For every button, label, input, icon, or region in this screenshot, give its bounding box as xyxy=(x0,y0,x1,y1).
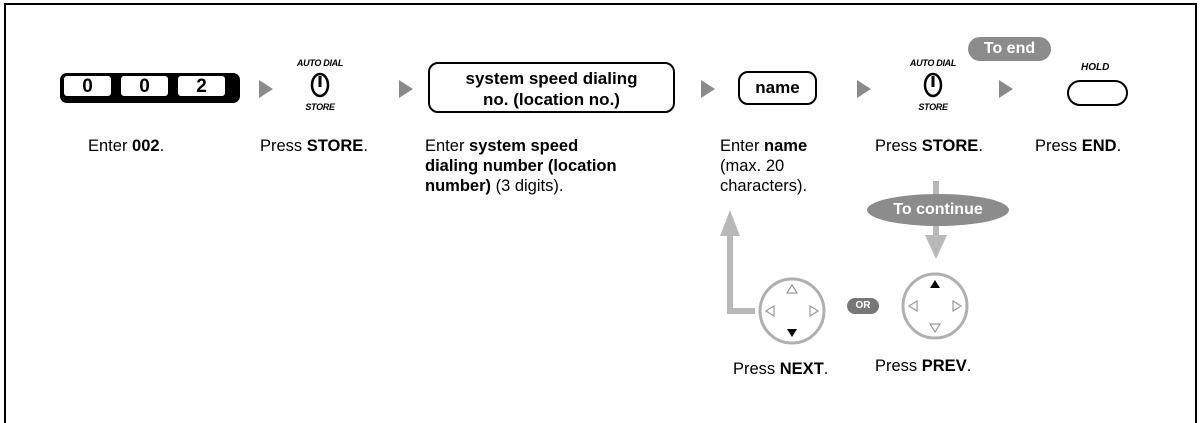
arrow-right-icon xyxy=(701,80,715,98)
hold-button[interactable] xyxy=(1067,80,1128,106)
caption-next: Press NEXT. xyxy=(733,360,829,378)
knob-icon xyxy=(310,72,330,98)
store-button[interactable]: AUTO DIAL STORE xyxy=(288,58,352,118)
loop-line-horizontal xyxy=(727,308,755,314)
key-0-first[interactable]: 0 xyxy=(61,73,114,99)
store-label: STORE xyxy=(918,102,948,112)
auto-dial-label: AUTO DIAL xyxy=(909,58,957,68)
loop-line-vertical xyxy=(727,233,733,314)
speed-box-line2: no. (location no.) xyxy=(483,90,620,109)
caption-step2: Press STORE. xyxy=(260,137,368,155)
caption-step4: Enter name (max. 20 characters). xyxy=(720,137,808,195)
store-button-2[interactable]: AUTO DIAL STORE xyxy=(901,58,965,118)
or-badge: OR xyxy=(847,298,879,314)
key-2[interactable]: 2 xyxy=(175,73,228,99)
navigator-next-icon[interactable] xyxy=(757,276,827,346)
hold-label: HOLD xyxy=(1081,62,1110,73)
navigator-prev-icon[interactable] xyxy=(900,271,970,341)
knob-icon xyxy=(923,72,943,98)
to-end-badge: To end xyxy=(968,37,1051,61)
caption-prev: Press PREV. xyxy=(875,357,972,375)
auto-dial-label: AUTO DIAL xyxy=(296,58,344,68)
caption-step3: Enter system speed dialing number (locat… xyxy=(425,137,617,195)
key-0-second[interactable]: 0 xyxy=(118,73,171,99)
to-continue-badge: To continue xyxy=(867,194,1009,226)
diagram-frame xyxy=(4,3,1197,423)
speed-box-line1: system speed dialing xyxy=(465,69,638,88)
name-box: name xyxy=(738,71,817,105)
arrow-up-icon xyxy=(720,210,740,236)
speed-dial-number-box: system speed dialing no. (location no.) xyxy=(428,62,675,113)
caption-step6: Press END. xyxy=(1035,137,1122,155)
caption-step1: Enter 002. xyxy=(88,137,165,155)
arrow-right-icon xyxy=(857,80,871,98)
arrow-right-icon xyxy=(259,80,273,98)
arrow-right-icon xyxy=(399,80,413,98)
arrow-down-icon xyxy=(925,235,947,259)
caption-step5: Press STORE. xyxy=(875,137,983,155)
store-label: STORE xyxy=(305,102,335,112)
arrow-right-icon xyxy=(999,80,1013,98)
